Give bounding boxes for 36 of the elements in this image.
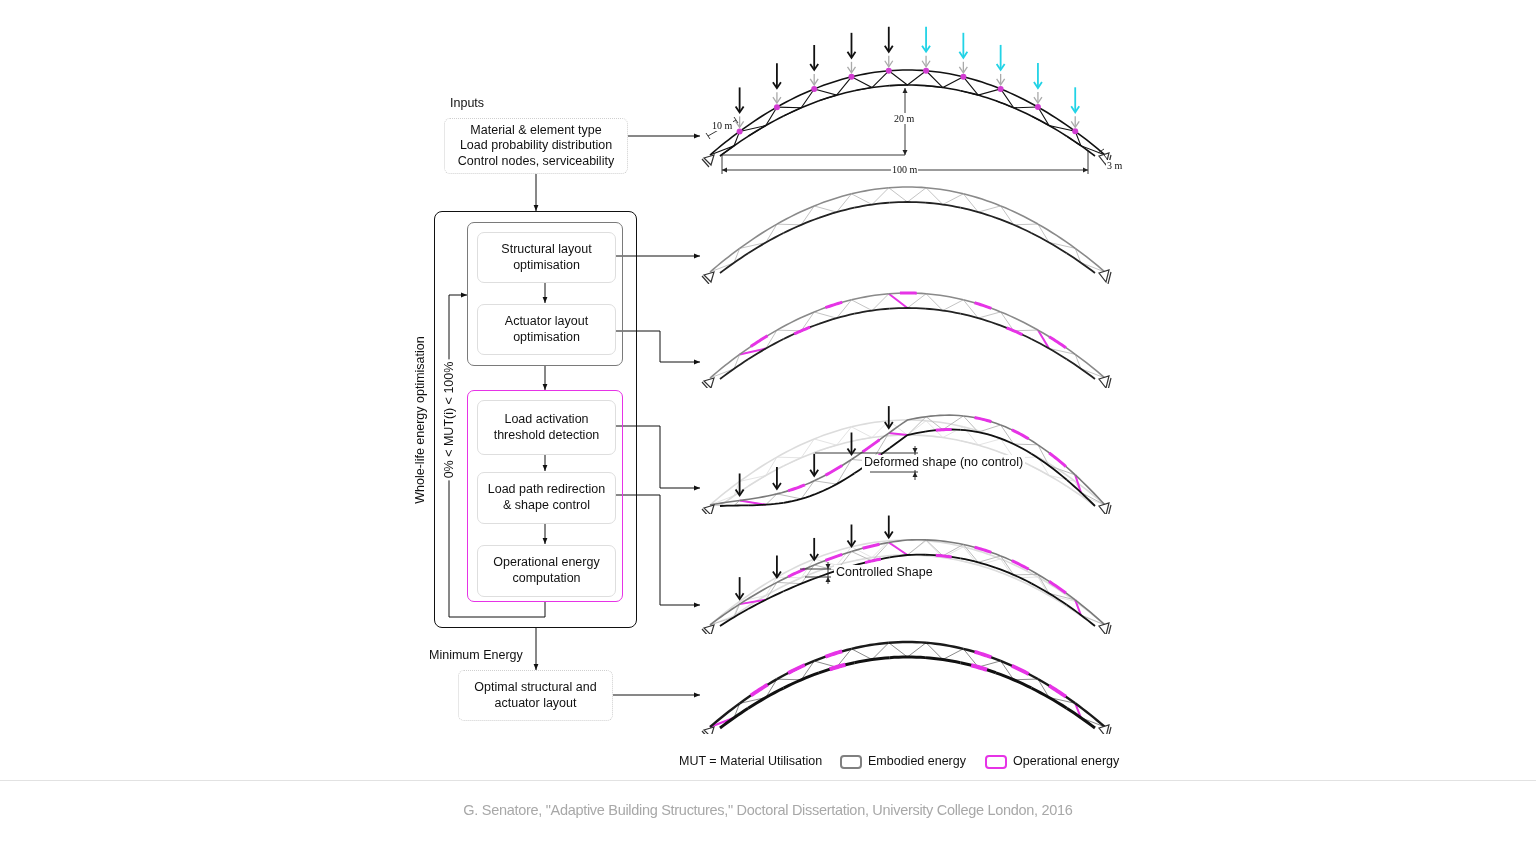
- dimension-label: 3 m: [1106, 160, 1124, 171]
- annotation-label: Controlled Shape: [834, 565, 935, 580]
- process-box: Load activation threshold detection: [477, 400, 616, 455]
- legend-label: Embodied energy: [866, 754, 968, 769]
- input-item: Load probability distribution: [459, 138, 613, 154]
- dimension-label: 20 m: [893, 113, 916, 124]
- group-frame: [467, 222, 623, 366]
- input-item: Material & element type: [470, 122, 602, 139]
- process-box: Load path redirection & shape control: [477, 472, 616, 524]
- arrow: [533, 173, 539, 212]
- section-heading: Inputs: [450, 96, 485, 110]
- arrow: [614, 494, 701, 608]
- arrow: [614, 425, 701, 491]
- process-box: Operational energy computation: [477, 545, 616, 597]
- process-box: Structural layout optimisation: [477, 232, 616, 283]
- arrow: [612, 692, 701, 698]
- frame-title: Whole-life energy optimisation: [413, 335, 427, 504]
- annotation-label: Deformed shape (no control): [862, 455, 1026, 470]
- arrow: [542, 281, 548, 304]
- edge-label: 0% < MUT(i) < 100%: [441, 359, 457, 481]
- caption: G. Senatore, "Adaptive Building Structures," Doctoral Dissertation, University College London, 2016: [463, 802, 1073, 818]
- input-item: Control nodes, serviceability: [457, 153, 615, 170]
- arrow: [533, 627, 539, 671]
- arrow: [614, 253, 701, 259]
- arrow: [627, 133, 701, 139]
- output-box: Optimal structural and actuator layout: [458, 670, 613, 721]
- group-frame: [467, 390, 623, 602]
- arrow: [542, 365, 548, 391]
- legend-label: Operational energy: [1011, 754, 1122, 769]
- dimension-label: 100 m: [891, 164, 919, 175]
- process-box: Actuator layout optimisation: [477, 304, 616, 355]
- dimension-label: 10 m: [711, 120, 734, 131]
- arrow: [614, 330, 701, 365]
- arrow: [542, 522, 548, 545]
- arrow: [542, 453, 548, 472]
- edge-label: Minimum Energy: [427, 648, 525, 663]
